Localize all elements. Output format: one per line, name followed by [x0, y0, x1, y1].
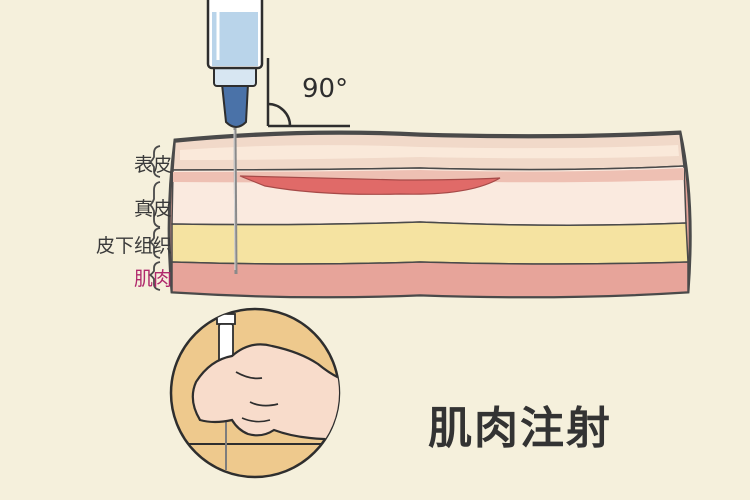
- brace-muscle: [147, 261, 161, 291]
- syringe-liquid: [212, 12, 258, 66]
- brace-epidermis: [147, 145, 161, 178]
- layer-label-muscle: 肌肉: [133, 268, 172, 290]
- hand-shape: [191, 343, 339, 442]
- hand-injection-illustration: [169, 307, 341, 479]
- angle-arc: [267, 102, 292, 127]
- dermis-red-streak: [239, 175, 501, 195]
- epidermis-highlight: [180, 145, 679, 160]
- layer-label-epidermis: 表皮: [133, 154, 172, 176]
- syringe-needle: [233, 127, 238, 275]
- syringe-needle-hub: [220, 83, 250, 128]
- layer-label-dermis: 真皮: [133, 198, 172, 220]
- hand-thumb-crease: [235, 371, 263, 380]
- muscle-layer: [171, 261, 689, 298]
- skin-cross-section: [167, 130, 692, 299]
- brace-dermis: [147, 181, 161, 228]
- brace-subcutaneous: [147, 227, 161, 259]
- syringe: [206, 0, 264, 275]
- subcutaneous-layer: [171, 221, 689, 265]
- layer-label-subcutaneous: 皮下组织: [95, 235, 172, 257]
- right-angle-indicator: [266, 58, 350, 128]
- page-title: 肌肉注射: [428, 403, 612, 454]
- hand-knuckle-crease: [241, 417, 271, 423]
- layer-braces: [147, 145, 161, 291]
- needle-highlight: [233, 129, 236, 271]
- angle-label: 90°: [302, 74, 349, 104]
- hand-finger-crease: [249, 401, 279, 407]
